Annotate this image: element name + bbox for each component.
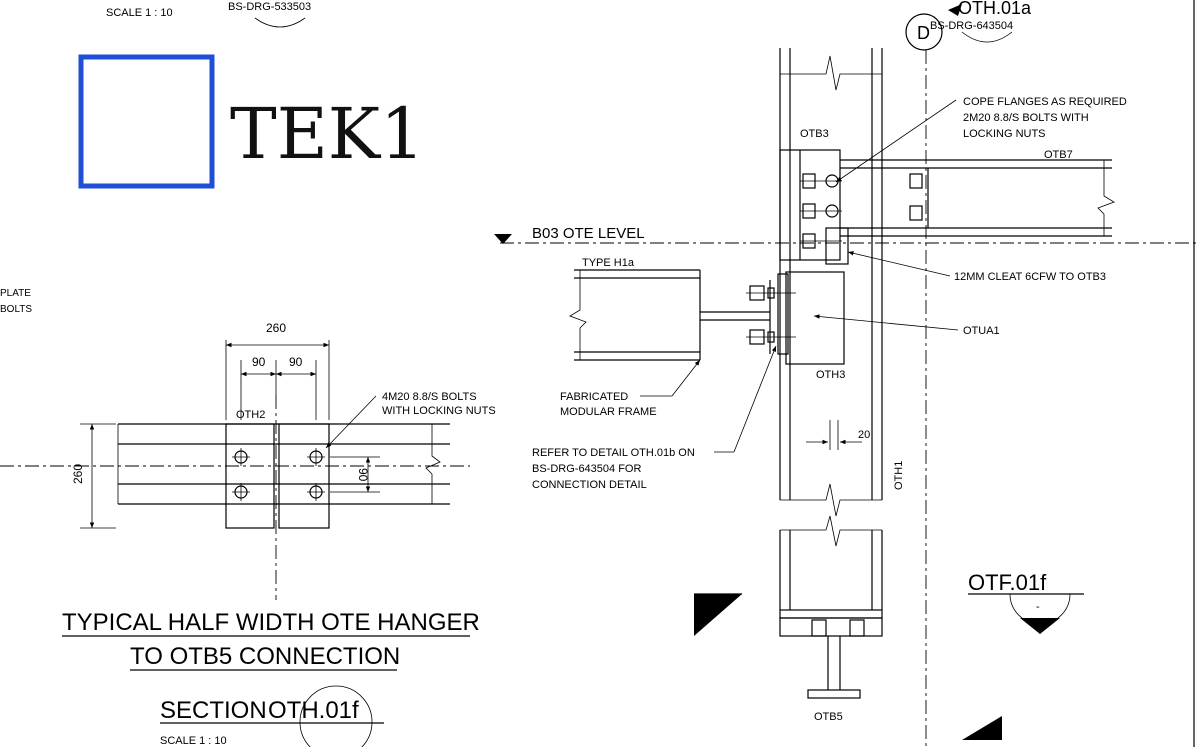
section-bubble-pointer-icon <box>1020 618 1060 634</box>
oth3-hanger <box>785 271 845 365</box>
top-right-ref-cut: OTH.01a <box>958 0 1032 18</box>
cleat-note: 12MM CLEAT 6CFW TO OTB3 <box>954 271 1106 283</box>
left-hanger-detail <box>0 340 470 600</box>
dim-90-a: 90 <box>252 355 266 369</box>
section-arc <box>254 17 306 28</box>
logo-box <box>78 54 215 189</box>
part-mark-otb3: OTB3 <box>800 128 829 140</box>
section-mark: OTF.01f <box>968 570 1047 595</box>
cleat-plate <box>825 227 849 265</box>
dim-90-side: 90 <box>356 468 370 482</box>
beam-otb5 <box>779 609 883 699</box>
left-fragment-plate: PLATE <box>0 288 31 299</box>
refer-line2: BS-DRG-643504 FOR <box>532 463 641 475</box>
bolt-icon <box>307 483 325 501</box>
top-right-ref: BS-DRG-643504 <box>930 20 1013 32</box>
section-label: SECTION <box>160 697 267 724</box>
top-scale-label: SCALE 1 : 10 <box>106 7 173 19</box>
bolt-icon <box>800 203 842 219</box>
part-mark-otua1: OTUA1 <box>963 325 1000 337</box>
refer-line1: REFER TO DETAIL OTH.01b ON <box>532 447 695 459</box>
section-ref: OTH.01f <box>268 697 359 724</box>
part-mark-otb7: OTB7 <box>1044 149 1073 161</box>
fabricated-line1: FABRICATED <box>560 391 628 403</box>
dim-90-b: 90 <box>289 355 303 369</box>
bolt-icon <box>232 483 250 501</box>
grid-bubble <box>905 13 943 51</box>
top-drawing-ref: BS-DRG-533503 <box>228 1 311 13</box>
part-mark-oth2: OTH2 <box>236 409 265 421</box>
section-mark-sub: - <box>1036 601 1040 613</box>
cope-note-line2: 2M20 8.8/S BOLTS WITH <box>963 112 1089 124</box>
dim-260-top: 260 <box>266 321 286 335</box>
section-bubble <box>299 721 373 747</box>
otb3-stub <box>779 149 841 261</box>
part-mark-oth1: OTH1 <box>893 461 905 490</box>
bottom-scale-label: SCALE 1 : 10 <box>160 735 227 747</box>
level-marker-icon <box>494 234 512 244</box>
bolt-icon <box>307 448 325 466</box>
modular-frame-beam <box>569 269 771 361</box>
bolt-icon <box>746 285 796 301</box>
logo-text: TEK1 <box>230 93 425 175</box>
dim-260-side: 260 <box>71 464 85 484</box>
part-mark-oth3: OTH3 <box>816 369 845 381</box>
beam-otb7 <box>840 159 1115 237</box>
type-label: TYPE H1a <box>582 257 635 269</box>
detail-title-line1: TYPICAL HALF WIDTH OTE HANGER <box>62 609 480 636</box>
bolts-note-line2: WITH LOCKING NUTS <box>382 405 496 417</box>
grid-bubble-label: D <box>917 23 930 43</box>
left-fragment-bolts: BOLTS <box>0 304 32 315</box>
bolt-icon <box>800 233 842 249</box>
part-mark-otb5: OTB5 <box>814 711 843 723</box>
section-arrow-right <box>962 716 1002 740</box>
refer-line3: CONNECTION DETAIL <box>532 479 647 491</box>
bolt-icon <box>232 448 250 466</box>
cope-note-line1: COPE FLANGES AS REQUIRED <box>963 96 1127 108</box>
cope-note-line3: LOCKING NUTS <box>963 128 1046 140</box>
bolt-icon <box>746 329 796 345</box>
detail-title-line2: TO OTB5 CONNECTION <box>130 643 400 670</box>
level-label: B03 OTE LEVEL <box>532 225 645 242</box>
dim-20: 20 <box>858 429 870 441</box>
column-oth1 <box>779 48 883 610</box>
bolts-note-line1: 4M20 8.8/S BOLTS <box>382 391 477 403</box>
fabricated-line2: MODULAR FRAME <box>560 406 657 418</box>
bolt-icon <box>800 173 842 189</box>
section-arrow-left <box>694 594 742 636</box>
